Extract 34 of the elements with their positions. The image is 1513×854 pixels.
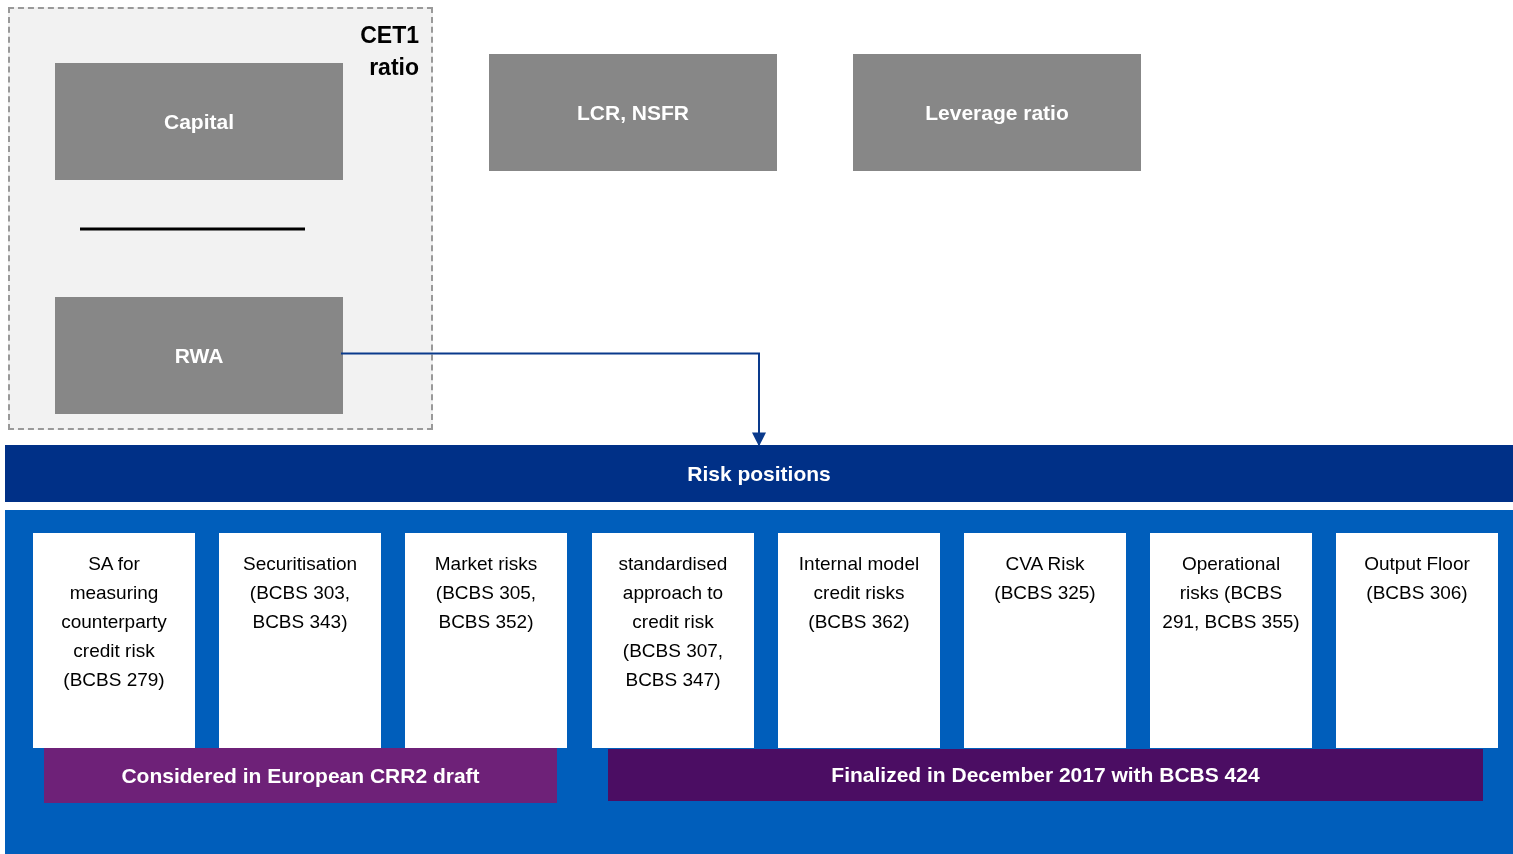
category-text: Output Floor (BCBS 306)	[1363, 552, 1471, 605]
measure-box	[489, 54, 777, 171]
measure-box	[55, 63, 343, 180]
measure-box	[853, 54, 1141, 171]
box-label: Leverage ratio	[925, 100, 1069, 125]
category-column	[405, 533, 567, 748]
category-column	[592, 533, 754, 748]
category-text: Operational risks (BCBS 291, BCBS 355)	[1162, 552, 1300, 634]
category-column	[778, 533, 940, 748]
panel-background	[5, 510, 1513, 854]
category-column	[219, 533, 381, 748]
category-text: Internal model credit risks (BCBS 362)	[797, 552, 921, 634]
connector-arrow	[340, 352, 766, 447]
category-text: Securitisation (BCBS 303, BCBS 343)	[241, 552, 359, 634]
box-label: Considered in European CRR2 draft	[121, 763, 480, 788]
category-column	[33, 533, 195, 748]
group-title: CET1 ratio	[359, 21, 419, 82]
measure-box	[55, 297, 343, 414]
group-frame	[8, 7, 433, 430]
box-label: Risk positions	[687, 461, 831, 486]
banner	[608, 749, 1483, 801]
box-label: RWA	[174, 343, 224, 368]
banner	[44, 748, 557, 803]
category-text: CVA Risk (BCBS 325)	[993, 552, 1097, 605]
box-label: LCR, NSFR	[577, 100, 689, 125]
box-label: Capital	[164, 109, 234, 134]
category-column	[1336, 533, 1498, 748]
category-column	[964, 533, 1126, 748]
category-text: SA for measuring counterparty credit risk (BCBS 279)	[60, 552, 168, 692]
header-bar	[5, 445, 1513, 502]
category-column	[1150, 533, 1312, 748]
category-text: Market risks (BCBS 305, BCBS 352)	[433, 552, 539, 634]
category-text: standardised approach to credit risk (BCBS 307, BCBS 347)	[617, 552, 729, 692]
box-label: Finalized in December 2017 with BCBS 424	[831, 763, 1260, 787]
